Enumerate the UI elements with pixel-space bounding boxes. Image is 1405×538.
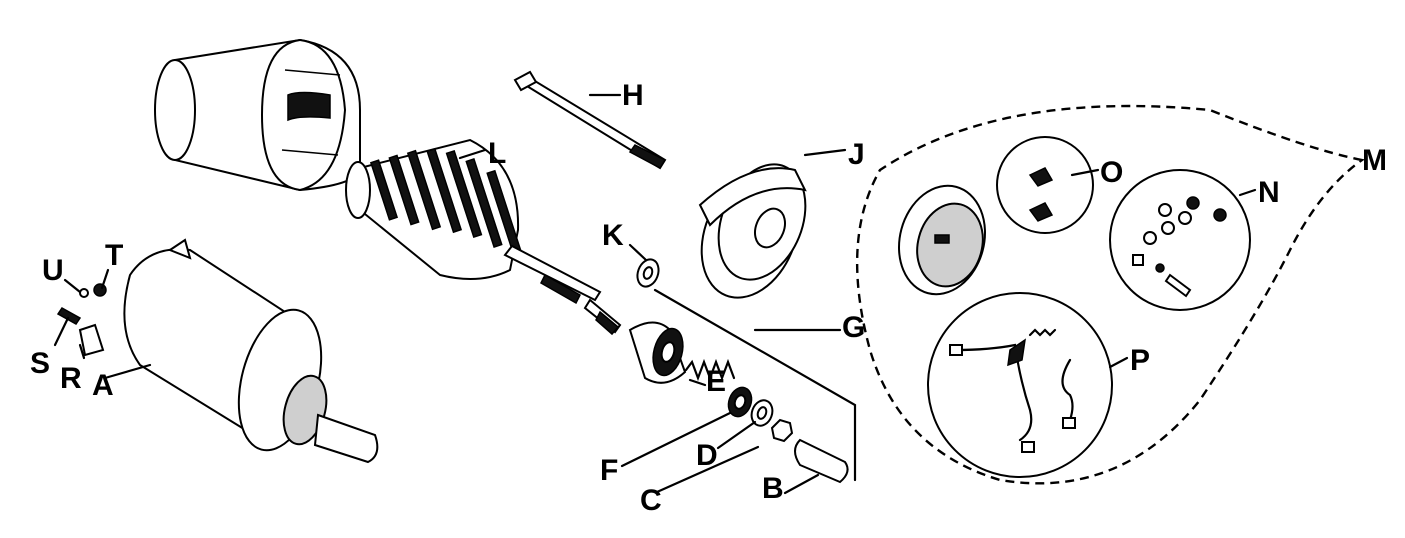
- brush-holder-detail-region: [855, 104, 1365, 485]
- label-h: H: [622, 79, 644, 112]
- stop-collar: [727, 386, 753, 418]
- drive-assembly-bracket: [653, 288, 857, 482]
- detail-circle-springs: [996, 136, 1094, 234]
- callout-labels: A B C D E F G H J K L M N O P R S T U: [30, 79, 1387, 517]
- label-g: G: [842, 311, 865, 344]
- retaining-washer: [750, 399, 774, 427]
- label-c: C: [640, 484, 662, 517]
- terminal-washer: [79, 288, 89, 298]
- label-l: L: [488, 137, 506, 170]
- label-t: T: [105, 239, 123, 272]
- armature: [345, 138, 622, 336]
- assembled-starter: [123, 238, 379, 464]
- thrust-washer: [636, 258, 660, 288]
- label-p: P: [1130, 344, 1150, 377]
- detail-circle-brushes: [927, 292, 1113, 478]
- label-u: U: [42, 254, 64, 287]
- label-a: A: [92, 369, 114, 402]
- drive-pinion: [628, 321, 687, 384]
- terminal-nut: [93, 283, 107, 297]
- terminal-bracket: [78, 323, 105, 357]
- drive-cap: [794, 438, 849, 484]
- terminal-screw: [56, 307, 82, 325]
- label-e: E: [706, 365, 726, 398]
- leader-lines: [53, 93, 1257, 495]
- label-s: S: [30, 347, 50, 380]
- end-cap: [698, 163, 807, 299]
- drive-spring: [684, 358, 736, 382]
- label-j: J: [848, 138, 865, 171]
- label-o: O: [1100, 156, 1123, 189]
- label-n: N: [1258, 176, 1280, 209]
- label-b: B: [762, 472, 784, 505]
- detail-circle-terminal-hardware: [1109, 169, 1251, 311]
- label-f: F: [600, 454, 618, 487]
- commutator-end-frame: [898, 184, 986, 296]
- label-k: K: [602, 219, 624, 252]
- label-d: D: [696, 439, 718, 472]
- field-housing-shell: [154, 38, 361, 192]
- label-r: R: [60, 362, 82, 395]
- nut: [770, 418, 794, 443]
- through-bolt: [513, 70, 667, 170]
- label-m: M: [1362, 144, 1387, 177]
